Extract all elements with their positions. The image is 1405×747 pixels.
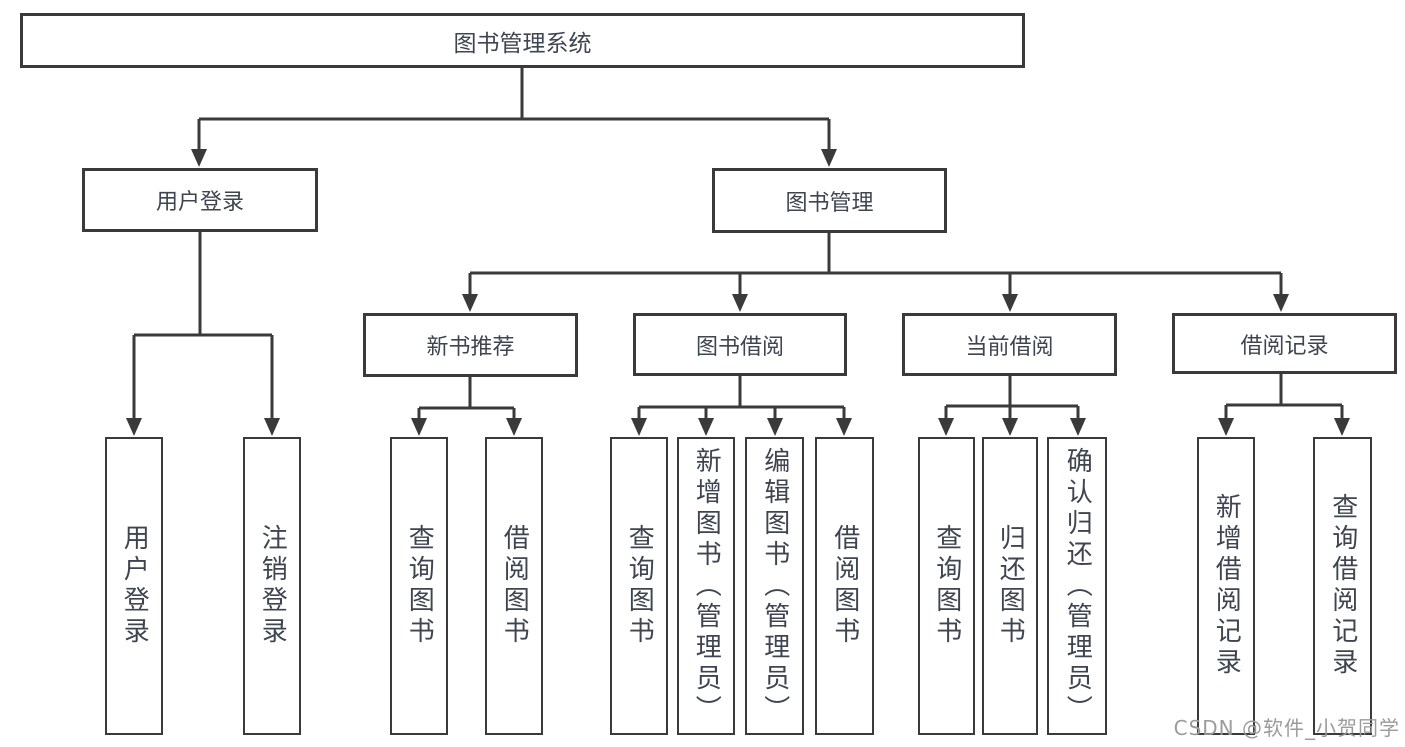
- arrow-down-icon: [191, 149, 207, 167]
- arrow-down-icon: [1002, 294, 1018, 312]
- arrow-down-icon: [462, 294, 478, 312]
- arrow-down-icon: [631, 418, 647, 436]
- node-book-management: 图书管理: [712, 168, 947, 233]
- arrow-down-icon: [1070, 418, 1086, 436]
- node-current-borrowing: 当前借阅: [902, 313, 1117, 376]
- arrow-down-icon: [821, 149, 837, 167]
- arrow-down-icon: [767, 418, 783, 436]
- leaf-query-books: 查询图书: [390, 437, 448, 735]
- leaf-confirm-return-admin: 确认归还（管理员）: [1047, 437, 1107, 735]
- leaf-logout: 注销登录: [243, 437, 301, 735]
- arrow-down-icon: [1218, 418, 1234, 436]
- csdn-watermark: CSDN @软件_小贺同学: [1173, 716, 1400, 740]
- leaf-user-login: 用户登录: [105, 437, 163, 735]
- leaf-query-borrow-record: 查询借阅记录: [1313, 437, 1372, 735]
- arrow-down-icon: [264, 418, 280, 436]
- arrow-down-icon: [1002, 418, 1018, 436]
- arrow-down-icon: [836, 418, 852, 436]
- connector-paths: [132, 68, 1344, 420]
- node-borrow-records: 借阅记录: [1172, 313, 1397, 374]
- arrow-down-icon: [126, 418, 142, 436]
- node-user-login: 用户登录: [82, 168, 318, 232]
- arrow-down-icon: [411, 418, 427, 436]
- arrow-down-icon: [1273, 294, 1289, 312]
- arrow-down-icon: [732, 294, 748, 312]
- arrow-down-icon: [1334, 418, 1350, 436]
- arrow-down-icon: [506, 418, 522, 436]
- node-library-management-system: 图书管理系统: [20, 13, 1025, 68]
- leaf-add-book-admin: 新增图书（管理员）: [677, 437, 735, 735]
- leaf-add-borrow-record: 新增借阅记录: [1197, 437, 1255, 735]
- node-new-book-recommend: 新书推荐: [363, 313, 578, 377]
- leaf-borrow-books-2: 借阅图书: [815, 437, 874, 735]
- node-book-borrowing: 图书借阅: [633, 313, 847, 376]
- leaf-edit-book-admin: 编辑图书（管理员）: [745, 437, 804, 735]
- leaf-borrow-books: 借阅图书: [485, 437, 543, 735]
- leaf-return-book: 归还图书: [982, 437, 1038, 735]
- arrow-down-icon: [698, 418, 714, 436]
- leaf-query-books-3: 查询图书: [918, 437, 975, 735]
- leaf-query-books-2: 查询图书: [610, 437, 668, 735]
- arrow-down-icon: [938, 418, 954, 436]
